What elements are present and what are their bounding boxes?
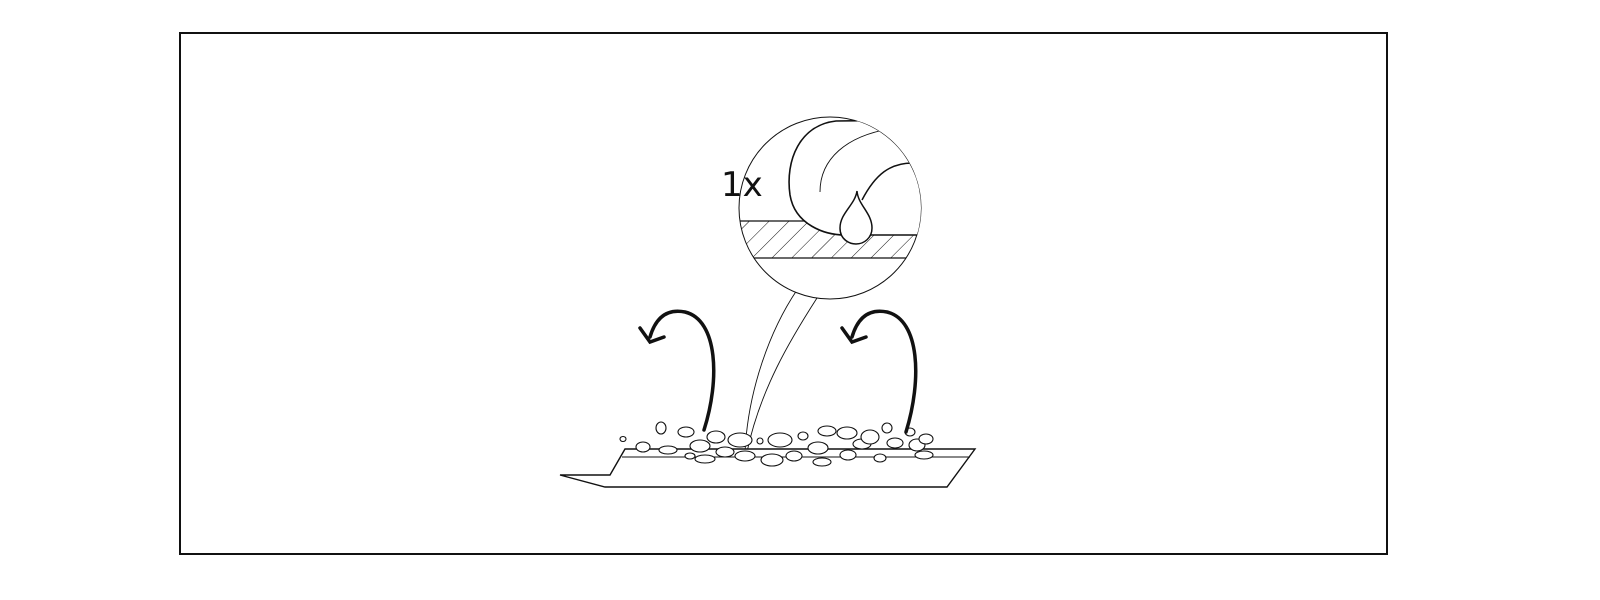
magnifier-detail: [738, 116, 922, 300]
drop-icon: [839, 190, 873, 245]
frame-border: [179, 32, 1388, 555]
magnifier-label: 1x: [721, 165, 763, 205]
flip-arrow-right-icon: [840, 309, 918, 434]
tray-icon: [559, 448, 977, 488]
magnifier-pointer: [744, 289, 818, 453]
pebbles: [619, 421, 934, 467]
flip-arrow-left-icon: [638, 309, 716, 432]
